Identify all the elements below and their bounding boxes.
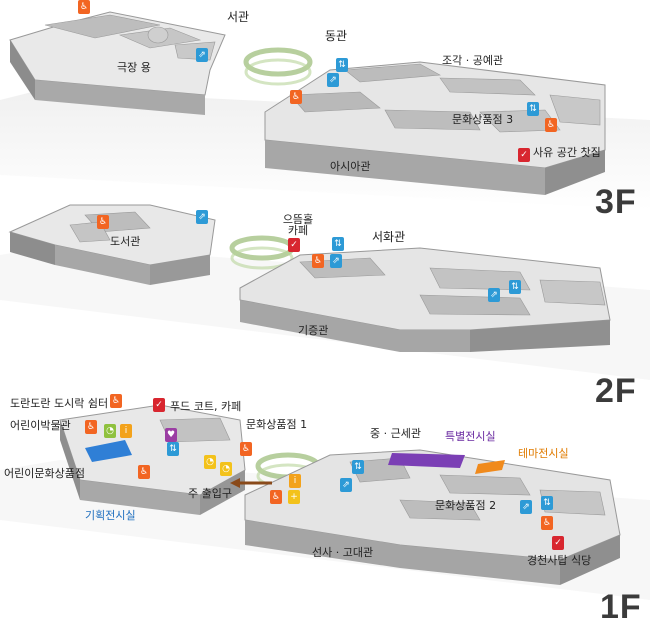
- restroom-icon: ♿: [110, 394, 122, 408]
- elevator-icon: ⇅: [527, 102, 539, 116]
- restaurant-icon: ✓: [518, 148, 530, 162]
- label-special-exhibition-gallery: 특별전시실: [445, 430, 496, 443]
- label-childrens-museum: 어린이박물관: [10, 419, 71, 432]
- label-seogwan: 서관: [227, 10, 250, 24]
- label-cafe: 카페: [287, 224, 309, 237]
- restroom-icon: ♿: [240, 442, 252, 456]
- restaurant-icon: ✓: [552, 536, 564, 550]
- label-donation-gallery: 기증관: [298, 324, 329, 337]
- special-exhibition-hall[interactable]: [388, 453, 465, 468]
- restroom-icon: ♿: [85, 420, 97, 434]
- floor-3f-plan: [0, 11, 650, 210]
- label-medieval-early-modern-gallery: 중 · 근세관: [370, 427, 421, 440]
- label-planning-exhibition-gallery: 기획전시실: [85, 509, 136, 522]
- nursing-room-icon: ♥: [165, 428, 177, 442]
- floor-2f-label: 2F: [595, 372, 637, 410]
- theme-exhibition-hall[interactable]: [475, 460, 505, 474]
- elevator-icon: ⇅: [509, 280, 521, 294]
- restaurant-icon: ✓: [288, 238, 300, 252]
- label-library: 도서관: [110, 235, 141, 248]
- label-sayu-tea-room: 사유 공간 찻집: [533, 146, 601, 159]
- label-main-entrance: 주 출입구: [188, 487, 232, 500]
- elevator-icon: ⇅: [352, 460, 364, 474]
- elevator-icon: ⇅: [336, 58, 348, 72]
- restroom-icon: ♿: [545, 118, 557, 132]
- escalator-icon: ⇗: [196, 48, 208, 62]
- stroller-icon: ◔: [220, 462, 232, 476]
- first-aid-icon: +: [288, 490, 300, 504]
- label-prehistoric-ancient-gallery: 선사 · 고대관: [312, 546, 374, 559]
- label-gyeongcheonsa-restaurant: 경천사탑 식당: [527, 554, 592, 567]
- elevator-icon: ⇅: [167, 442, 179, 456]
- label-sculpture-craft-gallery: 조각 · 공예관: [442, 54, 504, 67]
- restroom-icon: ♿: [290, 90, 302, 104]
- label-theater-yong: 극장 용: [117, 61, 151, 74]
- restroom-icon: ♿: [270, 490, 282, 504]
- restroom-icon: ♿: [138, 465, 150, 479]
- information-icon: i: [289, 474, 301, 488]
- label-cultural-shop-3: 문화상품점 3: [452, 113, 514, 126]
- restroom-icon: ♿: [78, 0, 90, 14]
- label-cultural-shop-2: 문화상품점 2: [435, 499, 497, 512]
- escalator-icon: ⇗: [327, 73, 339, 87]
- label-cultural-shop-1: 문화상품점 1: [246, 418, 308, 431]
- floor-1f-plan: [0, 404, 650, 600]
- escalator-icon: ⇗: [196, 210, 208, 224]
- elevator-icon: ⇅: [332, 237, 344, 251]
- restroom-icon: ♿: [97, 215, 109, 229]
- floor-1f-label: 1F: [600, 588, 642, 626]
- stroller-icon: ◔: [104, 424, 116, 438]
- escalator-icon: ⇗: [340, 478, 352, 492]
- escalator-icon: ⇗: [330, 254, 342, 268]
- escalator-icon: ⇗: [520, 500, 532, 514]
- restroom-icon: ♿: [312, 254, 324, 268]
- label-theme-exhibition-gallery: 테마전시실: [518, 447, 569, 460]
- restroom-icon: ♿: [541, 516, 553, 530]
- label-lunch-rest-area: 도란도란 도시락 쉼터: [10, 397, 109, 410]
- restaurant-icon: ✓: [153, 398, 165, 412]
- label-food-court-cafe: 푸드 코트, 카페: [170, 400, 242, 413]
- planning-exhibition-hall[interactable]: [85, 440, 132, 462]
- elevator-icon: ⇅: [541, 496, 553, 510]
- label-painting-calligraphy-gallery: 서화관: [372, 230, 406, 244]
- floor-3f-label: 3F: [595, 183, 637, 221]
- label-childrens-cultural-shop: 어린이문화상품점: [4, 467, 85, 480]
- label-eutteum-hall: 으뜸홀: [282, 213, 314, 226]
- information-icon: i: [120, 424, 132, 438]
- stroller-icon: ◔: [204, 455, 216, 469]
- floor-2f-plan: [0, 204, 650, 380]
- escalator-icon: ⇗: [488, 288, 500, 302]
- label-donggwan: 동관: [325, 29, 348, 43]
- label-asian-gallery: 아시아관: [330, 160, 371, 173]
